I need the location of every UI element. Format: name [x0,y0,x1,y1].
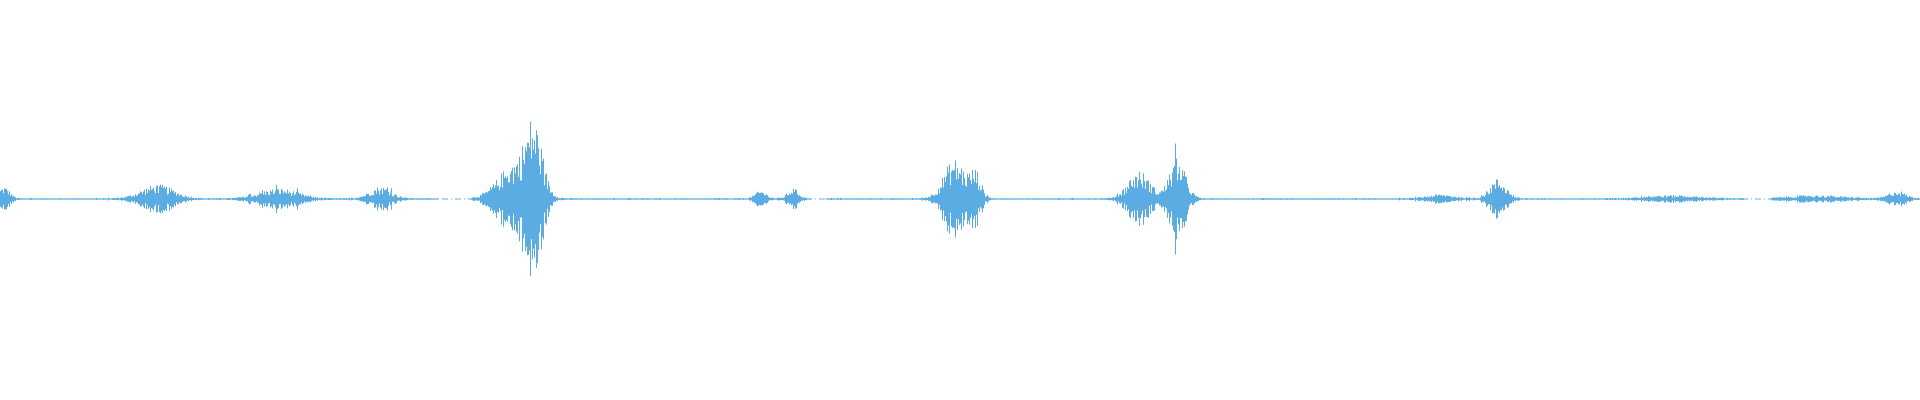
waveform-path [0,121,1920,277]
waveform-samples [0,121,1920,277]
